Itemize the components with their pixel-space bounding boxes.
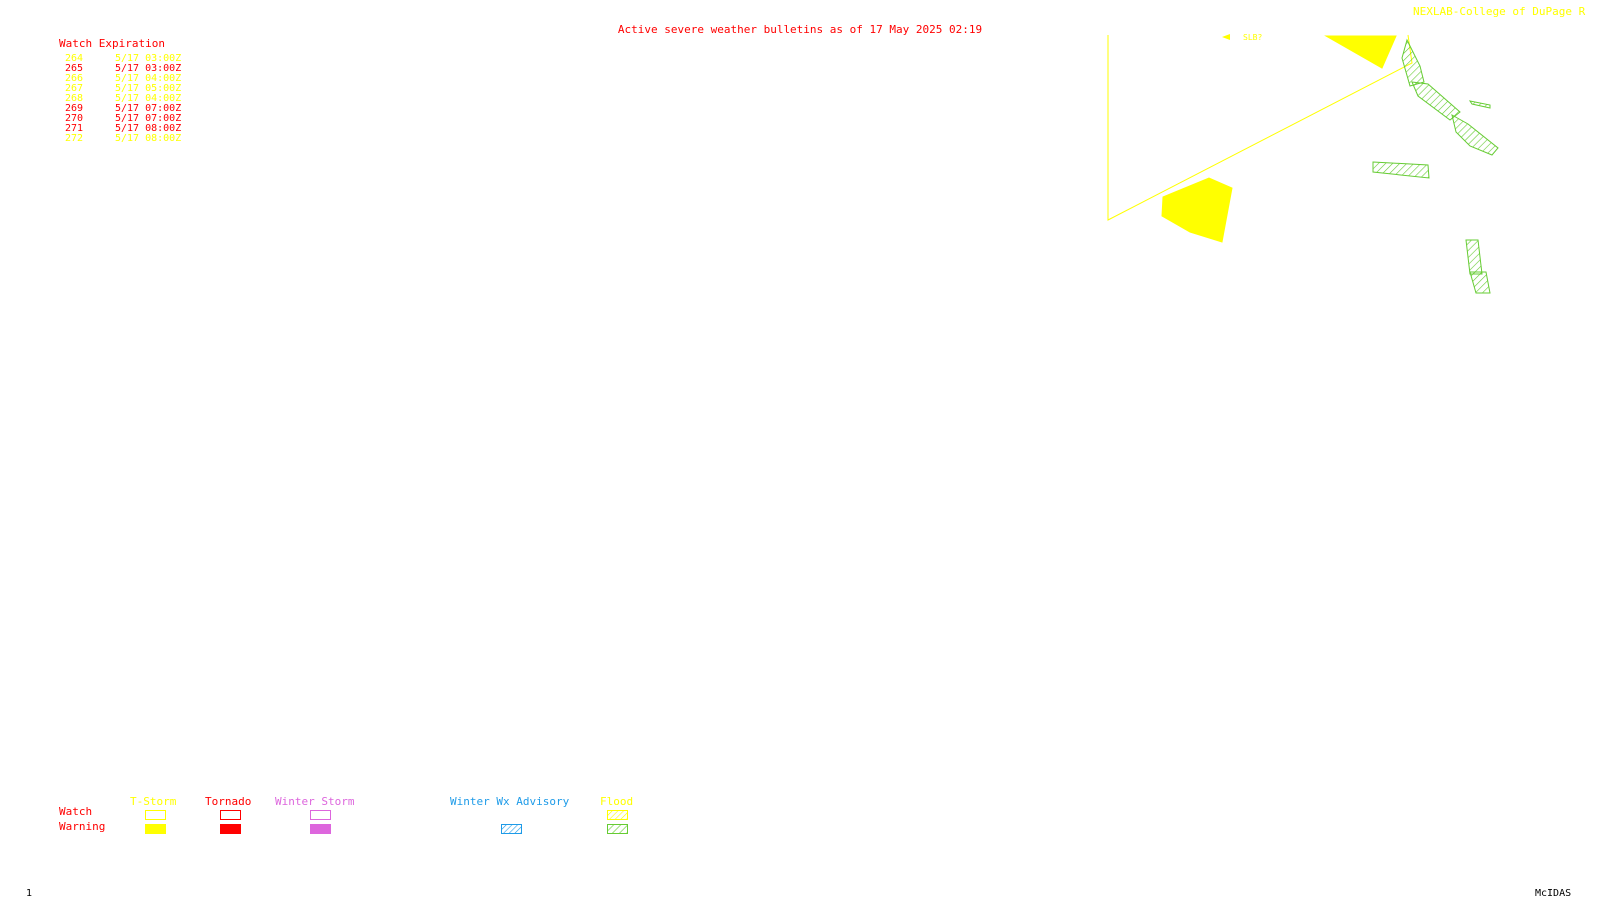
credit-text: NEXLAB-College of DuPage R	[1413, 5, 1586, 18]
watch-row: 272 5/17 08:00Z	[65, 134, 181, 144]
watch-time: 5/17 03:00Z	[115, 63, 182, 74]
watch-row: 266 5/17 04:00Z	[65, 74, 181, 84]
legend-row-warning: Warning	[59, 820, 106, 833]
legend-tstorm-label: T-Storm	[130, 795, 177, 808]
flood-warning-polygon	[1468, 100, 1491, 109]
flood-watch-swatch	[607, 810, 628, 820]
flood-warning-polygon	[1411, 81, 1461, 121]
tornado-watch-swatch	[220, 810, 241, 820]
watch-row: 264 5/17 03:00Z	[65, 54, 181, 64]
watch-tag-label: SLB?	[1243, 33, 1262, 42]
watch-id: 265	[65, 63, 84, 74]
watch-expiration-heading: Watch Expiration	[59, 37, 165, 50]
watch-id: 264	[65, 53, 84, 64]
legend-winter-storm-label: Winter Storm	[275, 795, 355, 808]
legend-winter-advisory-label: Winter Wx Advisory	[450, 795, 570, 808]
tstorm-watch-outline	[1107, 34, 1413, 221]
flood-warning-polygon	[1451, 114, 1499, 156]
watch-time: 5/17 03:00Z	[115, 53, 182, 64]
watch-id: 268	[65, 93, 84, 104]
legend-row-watch: Watch	[59, 805, 93, 818]
winter-storm-watch-swatch	[310, 810, 331, 820]
tstorm-warning-swatch	[145, 824, 166, 834]
flood-warning-polygon	[1401, 38, 1425, 87]
watch-row: 267 5/17 05:00Z	[65, 84, 181, 94]
bulletin-title: Active severe weather bulletins as of 17…	[617, 23, 983, 36]
watch-id: 269	[65, 103, 84, 114]
tstorm-warning-polygon	[1161, 177, 1233, 243]
frame-number: 1	[26, 888, 33, 899]
tstorm-watch-swatch	[145, 810, 166, 820]
watch-time: 5/17 04:00Z	[115, 73, 182, 84]
watch-id: 267	[65, 83, 84, 94]
flood-warning-polygon	[1372, 161, 1430, 179]
flood-warning-swatch	[607, 824, 628, 834]
watch-row: 271 5/17 08:00Z	[65, 124, 181, 134]
winter-storm-warning-swatch	[310, 824, 331, 834]
watch-time: 5/17 04:00Z	[115, 93, 182, 104]
watch-row: 269 5/17 07:00Z	[65, 104, 181, 114]
watch-row: 265 5/17 03:00Z	[65, 64, 181, 74]
watch-time: 5/17 07:00Z	[115, 113, 182, 124]
watch-marker-icon	[1222, 34, 1230, 40]
software-label: McIDAS	[1535, 888, 1572, 899]
watch-id: 272	[65, 133, 84, 144]
flood-warning-polygon	[1465, 239, 1483, 275]
watch-id: 271	[65, 123, 84, 134]
watch-time: 5/17 08:00Z	[115, 123, 182, 134]
watch-id: 270	[65, 113, 84, 124]
tstorm-warning-polygon	[1324, 35, 1397, 69]
tornado-warning-swatch	[220, 824, 241, 834]
watch-id: 266	[65, 73, 84, 84]
watch-row: 270 5/17 07:00Z	[65, 114, 181, 124]
winter-advisory-swatch	[501, 824, 522, 834]
watch-row: 268 5/17 04:00Z	[65, 94, 181, 104]
legend-flood-label: Flood	[600, 795, 634, 808]
legend-tornado-label: Tornado	[205, 795, 252, 808]
flood-warning-polygon	[1469, 271, 1491, 294]
watch-time: 5/17 08:00Z	[115, 133, 182, 144]
watch-time: 5/17 05:00Z	[115, 83, 182, 94]
watch-time: 5/17 07:00Z	[115, 103, 182, 114]
